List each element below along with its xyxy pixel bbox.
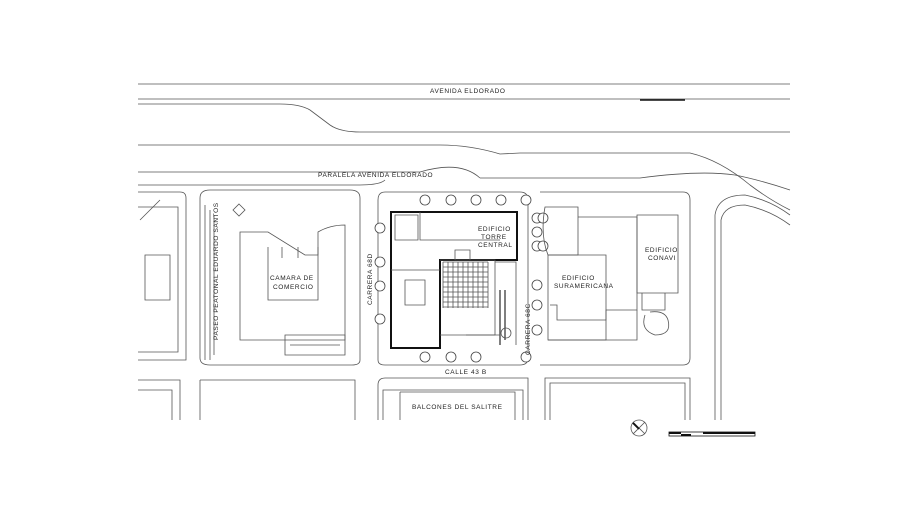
avenida-eldorado-road (138, 83, 791, 211)
paralela-label: PARALELA AVENIDA ELDORADO (318, 172, 433, 179)
camara-block (199, 189, 361, 420)
tree-icon (470, 194, 482, 206)
carrera-68d-label: CARRERA 68D (367, 253, 374, 305)
torre-label-1: EDIFICIO (478, 226, 511, 233)
tree-icon (520, 194, 532, 206)
tree-icon (419, 194, 431, 206)
parking-grid (442, 261, 489, 308)
left-block (138, 191, 187, 420)
tree-icon (531, 299, 543, 311)
tree-icon (374, 280, 386, 292)
calle-43b-label: CALLE 43 B (445, 369, 487, 376)
tree-icon (495, 194, 507, 206)
camara-label-2: COMERCIO (273, 284, 314, 291)
right-road (714, 194, 791, 420)
carrera-68c-label: CARRERA 68C (525, 303, 532, 355)
paseo-label: PASEO PEATONAL EDUARDO SANTOS (213, 202, 220, 340)
tree-icon (531, 226, 543, 238)
conavi-label-1: EDIFICIO (645, 247, 678, 254)
torre-label-2: TORRE (481, 234, 507, 241)
tree-icon (374, 222, 386, 234)
tree-icon (520, 351, 532, 363)
tree-icon (445, 194, 457, 206)
suramericana-label-1: EDIFICIO (562, 275, 595, 282)
tree-icon (374, 313, 386, 325)
suramericana-label-2: SURAMERICANA (554, 283, 614, 290)
tree-icon (470, 351, 482, 363)
camara-label-1: CAMARA DE (270, 275, 314, 282)
tree-icon (445, 351, 457, 363)
north-arrow-icon (630, 419, 648, 437)
avenida-eldorado-label: AVENIDA ELDORADO (430, 88, 506, 95)
tree-icon (531, 324, 543, 336)
bottom-blocks (377, 377, 691, 420)
conavi-label-2: CONAVI (648, 255, 676, 262)
tree-icon (531, 279, 543, 291)
torre-label-3: CENTRAL (478, 242, 513, 249)
trees (374, 194, 549, 363)
tree-icon (374, 256, 386, 268)
suramericana-block (540, 191, 691, 366)
balcones-label: BALCONES DEL SALITRE (412, 404, 503, 411)
tree-icon (419, 351, 431, 363)
scale-bar (668, 431, 756, 437)
